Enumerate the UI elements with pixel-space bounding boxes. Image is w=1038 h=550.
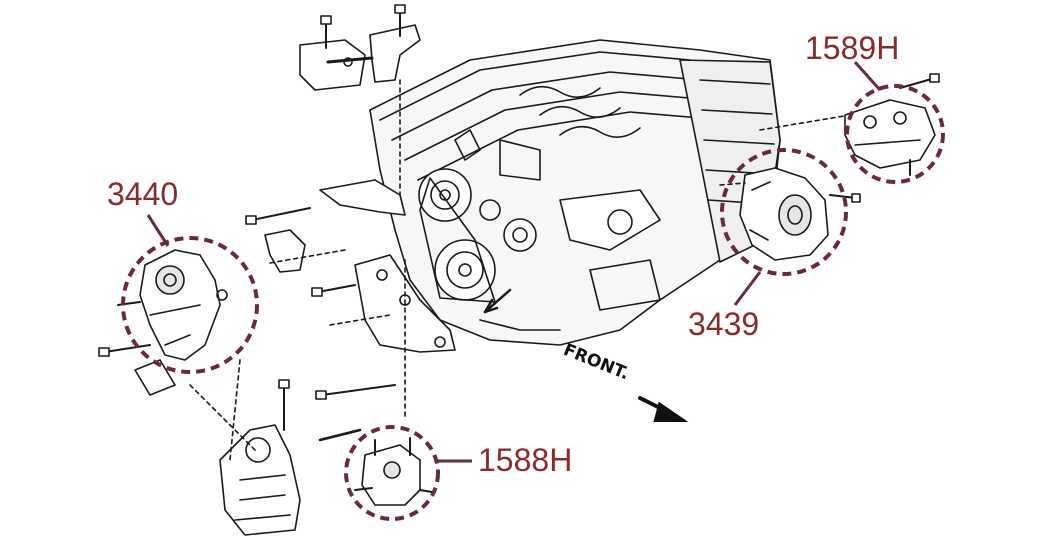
mount-1588h-part bbox=[354, 437, 433, 506]
callout-rings bbox=[121, 84, 945, 521]
callout-1588h: 1588H bbox=[478, 442, 573, 478]
center-lower-bracket bbox=[311, 254, 456, 421]
mount-3440-part bbox=[98, 249, 228, 396]
top-mount-bracket bbox=[299, 4, 421, 206]
callout-3439: 3439 bbox=[688, 306, 760, 342]
ring-3440 bbox=[121, 236, 259, 374]
leader-1589h bbox=[853, 61, 882, 91]
front-arrow bbox=[638, 396, 689, 422]
engine-assembly bbox=[369, 39, 781, 346]
mount-3439-part bbox=[719, 114, 861, 261]
ring-1588h bbox=[344, 425, 440, 521]
mount-1589h-part bbox=[844, 73, 940, 176]
leader-3440 bbox=[146, 214, 170, 247]
ring-3439 bbox=[720, 148, 848, 276]
leader-3439 bbox=[733, 271, 762, 306]
ring-1589h bbox=[845, 84, 945, 184]
callout-1589h: 1589H bbox=[805, 30, 900, 66]
callout-leaders bbox=[146, 61, 882, 463]
callout-3440: 3440 bbox=[107, 176, 179, 212]
lower-left-bracket bbox=[189, 359, 362, 536]
left-upper-bracket bbox=[245, 179, 406, 273]
